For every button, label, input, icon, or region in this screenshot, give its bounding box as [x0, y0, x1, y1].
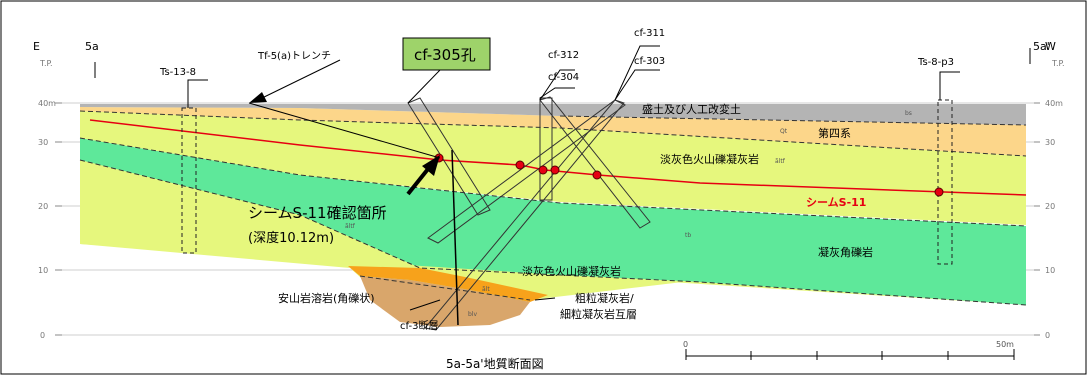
trench-label: Tf-5(a)トレンチ — [257, 50, 331, 62]
tick-left-20: 20 — [38, 202, 48, 211]
axis-unit-right: T.P. — [1051, 59, 1065, 68]
section-right-label: 5a' — [1033, 40, 1050, 53]
main-hole-callout-box — [402, 37, 491, 71]
seam-point — [515, 160, 525, 170]
seam-s11-line — [89, 119, 1027, 196]
layer-label-andesite: 安山岩溶岩(角礫状) — [278, 291, 375, 305]
hole-ts-8-p3 — [937, 99, 953, 265]
leader-lines — [187, 45, 960, 311]
layer-label-quaternary: 第四系 — [818, 126, 851, 140]
tick-right-0: 0 — [1045, 331, 1050, 340]
axis-unit-left: T.P. — [39, 59, 53, 68]
axis-ticks — [55, 102, 1040, 336]
trench-arrow-head — [249, 92, 267, 103]
hole-cf303 — [424, 99, 625, 331]
section-left-label: 5a — [85, 40, 99, 53]
scale-start-label: 0 — [683, 340, 688, 349]
hole-cf305 — [407, 97, 491, 216]
hole-cf304 — [539, 97, 553, 201]
scale-bar — [685, 349, 1015, 360]
tick-right-30: 30 — [1045, 138, 1055, 147]
hole-cf312 — [427, 99, 626, 244]
code-tb: tb — [685, 232, 691, 239]
seam-note-line1: シームS-11確認箇所 — [248, 204, 387, 222]
code-tf-left: ãltf — [345, 223, 356, 230]
layer-quaternary — [80, 107, 1026, 156]
code-tf-lower: ãlt — [482, 286, 490, 293]
seam-arrow-head — [422, 155, 440, 176]
layer-label-tuff-upper: 淡灰色火山礫凝灰岩 — [660, 152, 759, 166]
layer-andesite — [360, 276, 530, 327]
seam-point — [592, 170, 602, 180]
fault-label: cf-3断層 — [400, 319, 438, 332]
layer-fill-gray — [80, 104, 1026, 125]
tick-left-40: 40m — [38, 99, 56, 108]
cf304-label: cf-304 — [548, 72, 579, 83]
layer-label-coarse-2: 細粒凝灰岩互層 — [560, 307, 637, 321]
main-hole-label: cf-305孔 — [414, 46, 476, 64]
code-tf-upper: ãltf — [775, 158, 786, 165]
code-bs: bs — [905, 110, 912, 117]
boreholes-inclined — [407, 96, 651, 331]
tick-right-10: 10 — [1045, 266, 1055, 275]
layer-boundaries — [79, 110, 1027, 306]
layer-label-seam: シームS-11 — [806, 196, 866, 209]
seam-points — [434, 153, 944, 197]
tick-left-10: 10 — [38, 266, 48, 275]
layer-tuff-wedge — [80, 160, 1026, 305]
layer-coarse-tuff — [348, 266, 548, 302]
tick-left-0: 0 — [40, 331, 45, 340]
fault-cf3-line — [451, 149, 459, 326]
layer-label-tuff-lower: 淡灰色火山礫凝灰岩 — [522, 264, 621, 278]
seam-point — [538, 165, 548, 175]
tick-right-20: 20 — [1045, 202, 1055, 211]
west-label: W — [1045, 40, 1056, 53]
layer-label-fill: 盛土及び人工改変土 — [642, 102, 741, 116]
cf312-label: cf-312 — [548, 50, 579, 61]
cf311-label: cf-311 — [634, 28, 665, 39]
layer-label-coarse-1: 粗粒凝灰岩/ — [575, 291, 634, 305]
scale-end-label: 50m — [996, 340, 1014, 349]
hole-ts-13-8 — [181, 107, 197, 254]
code-blv: blv — [468, 311, 477, 318]
east-label: E — [33, 40, 40, 53]
seam-point-ts-8-p3 — [934, 187, 944, 197]
seam-point — [550, 165, 560, 175]
code-qt: Qt — [780, 128, 788, 135]
layer-breccia — [80, 138, 1026, 305]
cf303-label: cf-303 — [634, 56, 665, 67]
borehole-label-right: Ts-8-p3 — [917, 57, 954, 68]
tick-left-30: 30 — [38, 138, 48, 147]
borehole-label-left: Ts-13-8 — [159, 67, 196, 78]
figure-title: 5a-5a'地質断面図 — [446, 356, 544, 371]
tick-right-40: 40m — [1045, 99, 1063, 108]
seam-note-line2: (深度10.12m) — [248, 230, 334, 246]
layer-label-breccia: 凝灰角礫岩 — [818, 245, 873, 259]
